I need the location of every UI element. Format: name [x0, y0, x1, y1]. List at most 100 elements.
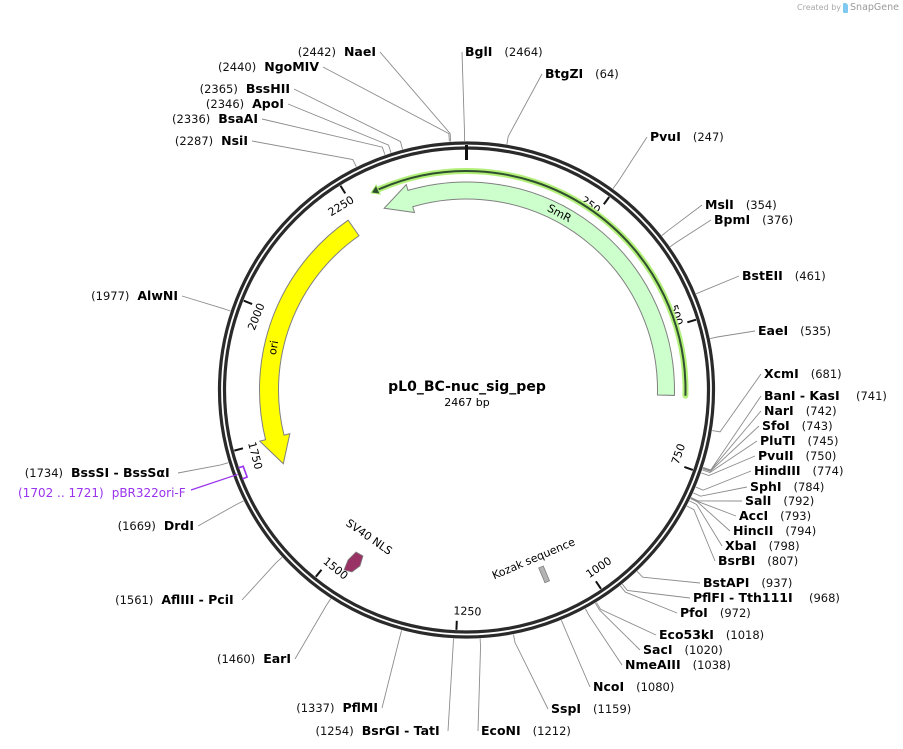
site-bgli[interactable]: BglI(2464)	[465, 44, 543, 59]
site-name[interactable]: BsaAI	[218, 111, 258, 126]
feature-kozak[interactable]: Kozak sequence	[490, 535, 577, 584]
site-name[interactable]: BstEII	[742, 268, 783, 283]
site-name[interactable]: PvuI	[650, 129, 681, 144]
site-name[interactable]: EarI	[263, 651, 291, 666]
feature-ori[interactable]: ori	[258, 219, 360, 465]
site-name[interactable]: PluTI	[760, 433, 796, 448]
site-name[interactable]: MslI	[705, 197, 734, 212]
site-leader-line	[702, 440, 758, 473]
site-bstapi[interactable]: BstAPI(937)	[703, 575, 792, 590]
site-name[interactable]: PfoI	[680, 605, 708, 620]
site-saci[interactable]: SacI(1020)	[643, 642, 723, 657]
primer-marker[interactable]	[238, 465, 249, 480]
site-name[interactable]: BstAPI	[703, 575, 749, 590]
site-bsshii[interactable]: BssHII(2365)	[200, 81, 290, 96]
site-name[interactable]: ApoI	[252, 96, 284, 111]
site-pvui[interactable]: PvuI(247)	[650, 129, 724, 144]
site-name[interactable]: SspI	[551, 701, 581, 716]
site-afliii-pcii[interactable]: AflIII - PciI(1561)	[115, 592, 234, 607]
site-name[interactable]: EcoNI	[481, 723, 521, 738]
site-name[interactable]: XcmI	[764, 366, 799, 381]
site-name[interactable]: XbaI	[725, 538, 757, 553]
site-name[interactable]: PvuII	[758, 448, 794, 463]
site-name[interactable]: BsrGI - TatI	[362, 723, 440, 738]
site-pflfi-tth111i[interactable]: PflFI - Tth111I(968)	[693, 590, 840, 605]
site-position: (784)	[794, 480, 825, 494]
site-bsssi-bsss-i[interactable]: BssSI - BssSαI(1734)	[25, 465, 170, 480]
site-name[interactable]: HindIII	[754, 463, 801, 478]
site-bani-kasi[interactable]: BanI - KasI(741)	[764, 388, 887, 403]
site-position: (972)	[720, 606, 751, 620]
site-xcmi[interactable]: XcmI(681)	[764, 366, 842, 381]
site-bsaai[interactable]: BsaAI (2336)	[172, 111, 258, 126]
site-pluti[interactable]: PluTI(745)	[760, 433, 838, 448]
tick-label: 1750	[245, 441, 265, 471]
site-name[interactable]: SphI	[750, 479, 782, 494]
feature-smr[interactable]: SmR	[383, 181, 675, 396]
site-name[interactable]: BtgZI	[545, 66, 583, 81]
feature-sv40-nls[interactable]: SV40 NLS	[343, 517, 395, 573]
site-leader-line	[712, 373, 762, 433]
site-name[interactable]: Eco53kI	[659, 627, 714, 642]
site-name[interactable]: AflIII - PciI	[161, 592, 233, 607]
site-bsrbi[interactable]: BsrBI(807)	[718, 553, 798, 568]
site-bsrgi-tati[interactable]: BsrGI - TatI(1254)	[315, 723, 439, 738]
site-hincii[interactable]: HincII(794)	[733, 523, 816, 538]
site-name[interactable]: SfoI	[762, 418, 790, 433]
site-eari[interactable]: EarI(1460)	[217, 651, 291, 666]
site-name[interactable]: BsrBI	[718, 553, 755, 568]
site-sspi[interactable]: SspI(1159)	[551, 701, 631, 716]
site-name[interactable]: BssHII	[246, 81, 290, 96]
site-name[interactable]: NsiI	[221, 133, 248, 148]
site-drdi[interactable]: DrdI(1669)	[118, 518, 194, 533]
site-sali[interactable]: SalI(792)	[745, 493, 814, 508]
site-msli[interactable]: MslI(354)	[705, 197, 777, 212]
site-name[interactable]: NaeI	[344, 44, 376, 59]
site-name[interactable]: NmeAIII	[625, 657, 681, 672]
site-name[interactable]: DrdI	[164, 518, 194, 533]
site-sfoi[interactable]: SfoI(743)	[762, 418, 833, 433]
site-name[interactable]: NarI	[764, 403, 794, 418]
site-name[interactable]: AlwNI	[137, 288, 178, 303]
site-bpmi[interactable]: BpmI(376)	[714, 212, 793, 227]
site-name[interactable]: NgoMIV	[264, 59, 319, 74]
site-nari[interactable]: NarI(742)	[764, 403, 837, 418]
site-name[interactable]: HincII	[733, 523, 773, 538]
site-nsii[interactable]: NsiI(2287)	[175, 133, 248, 148]
site-name[interactable]: EaeI	[758, 323, 788, 338]
site-pvuii[interactable]: PvuII(750)	[758, 448, 836, 463]
site-name[interactable]: AccI	[739, 508, 768, 523]
site-position: (461)	[795, 269, 826, 283]
site-position: (2336)	[172, 112, 210, 126]
site-pflmi[interactable]: PflMI(1337)	[296, 700, 378, 715]
site-nmeaiii[interactable]: NmeAIII(1038)	[625, 657, 731, 672]
site-sphi[interactable]: SphI (784)	[750, 479, 824, 494]
site-apoi[interactable]: ApoI(2346)	[206, 96, 284, 111]
site-pfoi[interactable]: PfoI (972)	[680, 605, 751, 620]
site-eaei[interactable]: EaeI(535)	[758, 323, 831, 338]
site-econi[interactable]: EcoNI(1212)	[481, 723, 571, 738]
site-name[interactable]: PflMI	[342, 700, 378, 715]
site-ngomiv[interactable]: NgoMIV(2440)	[218, 59, 319, 74]
site-eco53ki[interactable]: Eco53kI(1018)	[659, 627, 764, 642]
site-acci[interactable]: AccI(793)	[739, 508, 811, 523]
site-name[interactable]: BpmI	[714, 212, 750, 227]
site-alwni[interactable]: AlwNI(1977)	[91, 288, 178, 303]
site-leader-line	[261, 118, 386, 155]
smr-orf-arrow[interactable]	[370, 168, 689, 399]
site-btgzi[interactable]: BtgZI(64)	[545, 66, 619, 81]
site-name[interactable]: PflFI - Tth111I	[693, 590, 793, 605]
site-name[interactable]: BssSI - BssSαI	[71, 465, 170, 480]
site-name[interactable]: SalI	[745, 493, 771, 508]
site-name[interactable]: SacI	[643, 642, 673, 657]
site-hindiii[interactable]: HindIII(774)	[754, 463, 843, 478]
site-naei[interactable]: NaeI(2442)	[298, 44, 376, 59]
site-xbai[interactable]: XbaI(798)	[725, 538, 800, 553]
site-bsteii[interactable]: BstEII (461)	[742, 268, 826, 283]
site-name[interactable]: BanI - KasI	[764, 388, 840, 403]
site-ncoi[interactable]: NcoI(1080)	[593, 679, 674, 694]
primer-label[interactable]: (1702 .. 1721)pBR322ori-F	[18, 486, 186, 500]
site-name[interactable]: BglI	[465, 44, 492, 59]
site-name[interactable]: NcoI	[593, 679, 624, 694]
